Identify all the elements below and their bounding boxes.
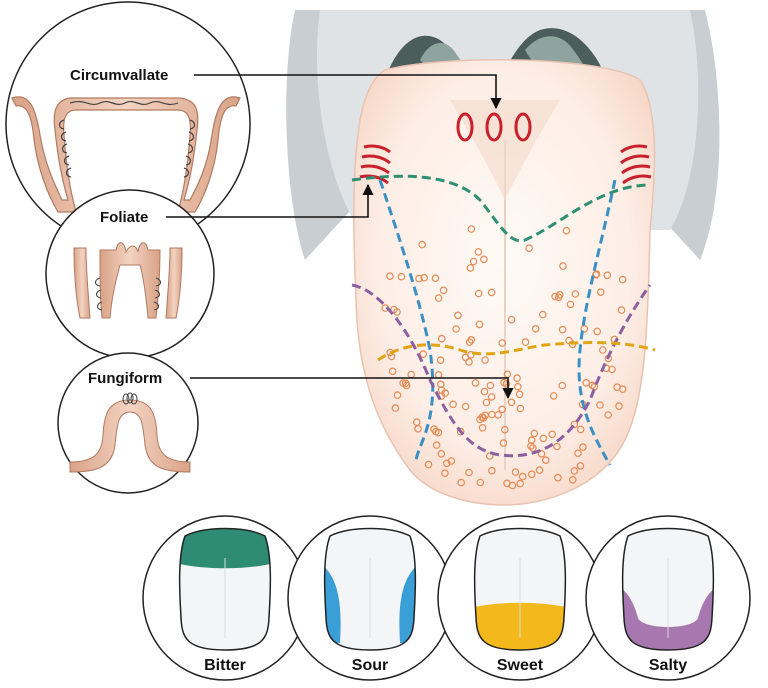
salty-label: Salty: [649, 657, 687, 674]
taste-panel-sweet: Sweet: [438, 516, 602, 680]
sweet-label: Sweet: [497, 657, 544, 674]
sour-label: Sour: [352, 657, 388, 674]
foliate-label: Foliate: [100, 209, 148, 226]
taste-panel-bitter: Bitter: [143, 516, 307, 680]
fungiform-inset: Fungiform: [58, 353, 198, 493]
taste-panel-salty: Salty: [586, 516, 750, 680]
foliate-inset: Foliate: [46, 190, 214, 358]
circumvallate-label: Circumvallate: [70, 67, 168, 84]
fungiform-label: Fungiform: [88, 370, 162, 387]
taste-panel-sour: Sour: [288, 516, 452, 680]
tongue: [354, 60, 655, 505]
bitter-label: Bitter: [204, 657, 246, 674]
taste-region-panels: Bitter Sour Sweet Salty: [143, 516, 750, 680]
